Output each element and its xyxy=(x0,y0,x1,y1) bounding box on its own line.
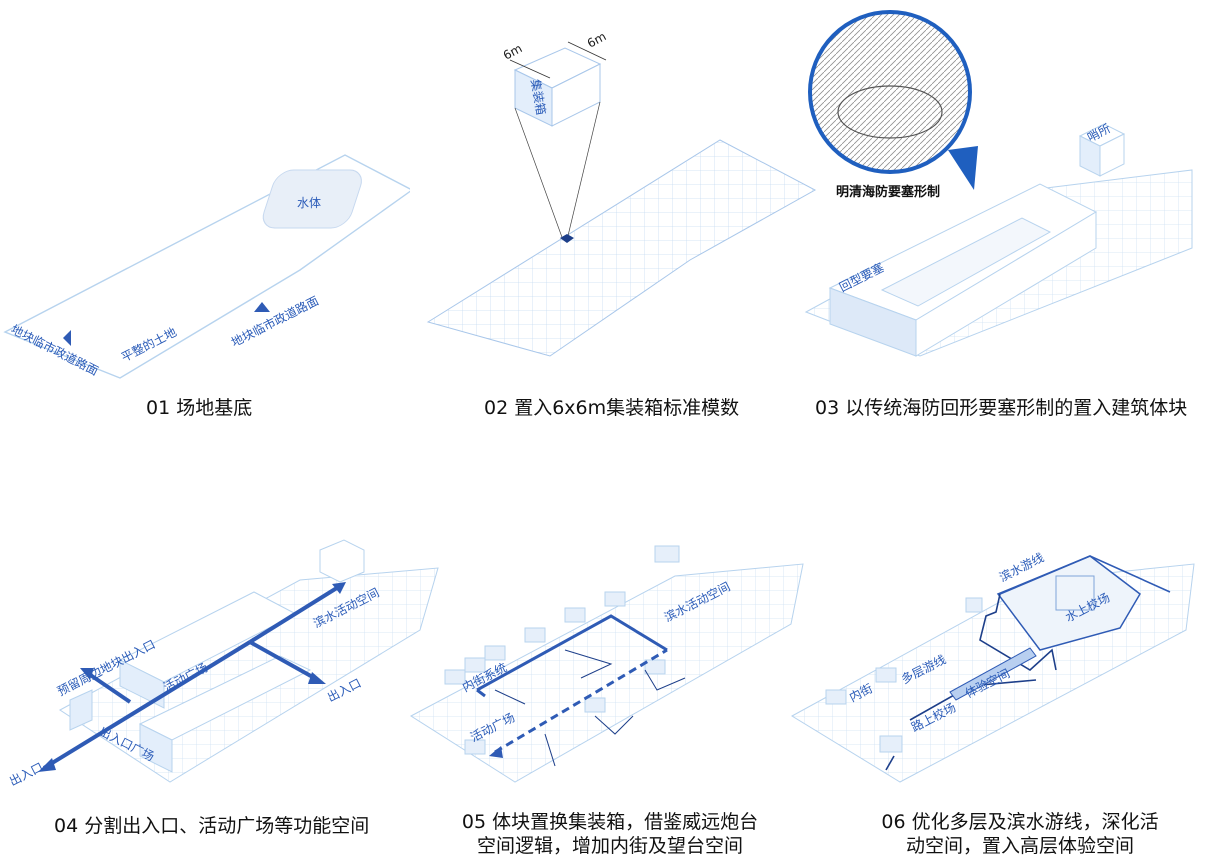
road-arrow-a xyxy=(63,330,71,346)
container-clusters xyxy=(444,545,680,755)
container-clusters xyxy=(825,597,983,753)
site-base-diagram: 水体 平整的土地 地块临市政道路面 地块临市政道路面 xyxy=(3,154,410,379)
water-route-line xyxy=(999,555,1171,595)
inset-pointer xyxy=(948,146,978,190)
panel-06: 滨水游线 水上校场 多层游线 内街 路上校场 体验空间 xyxy=(790,520,1206,800)
block-b-front xyxy=(139,723,173,773)
multilevel-route-diagram: 滨水游线 水上校场 多层游线 内街 路上校场 体验空间 xyxy=(791,550,1195,783)
view-lines xyxy=(494,649,686,767)
lookout-block xyxy=(319,539,365,583)
caption-05-line2: 空间逻辑，增加内街及望台空间 xyxy=(476,835,743,857)
dim-line-b xyxy=(567,41,607,61)
panel-02: 集装箱 6m 6m xyxy=(420,30,820,380)
fortress-court xyxy=(880,217,1052,307)
container-label: 集装箱 xyxy=(528,78,549,116)
water-label: 水体 xyxy=(297,196,321,210)
exit-left-label: 出入口 xyxy=(7,760,45,789)
panel-03: 明清海防要塞形制 哨所 回型要塞 xyxy=(800,0,1206,380)
panel-01: 水体 平整的土地 地块临市政道路面 地块临市政道路面 xyxy=(0,120,410,390)
caption-02: 02 置入6x6m集装箱标准模数 xyxy=(484,397,740,419)
arrow-head-exit-left xyxy=(38,758,56,772)
projection-line-right xyxy=(566,101,601,241)
container-module-diagram: 集装箱 6m 6m xyxy=(426,30,817,357)
caption-01: 01 场地基底 xyxy=(146,397,253,419)
high-rise-block xyxy=(1055,575,1095,611)
function-zoning-diagram: 预留周边地块出入口 滨水活动空间 活动广场 出入口 出入口 出入口广场 xyxy=(7,539,439,789)
arrow-head-waterfront xyxy=(332,582,346,594)
caption-06: 06 优化多层及滨水游线，深化活 动空间，置入高层体验空间 xyxy=(840,810,1200,858)
block-a-front xyxy=(119,659,165,709)
caption-06-line1: 06 优化多层及滨水游线，深化活 xyxy=(881,811,1159,833)
dim-label-a: 6m xyxy=(501,41,525,62)
grid-slab xyxy=(410,563,804,783)
panel-04: 预留周边地块出入口 滨水活动空间 活动广场 出入口 出入口 出入口广场 xyxy=(0,520,440,800)
road-arrow-b xyxy=(254,302,270,312)
water-body xyxy=(262,169,362,229)
projection-line-left xyxy=(514,107,564,241)
inset-caption: 明清海防要塞形制 xyxy=(836,184,940,200)
dim-label-b: 6m xyxy=(585,30,609,51)
plaza-arrow-head xyxy=(489,746,503,758)
container-replacement-diagram: 滨水活动空间 内街系统 活动广场 xyxy=(410,545,804,783)
module-cell xyxy=(560,234,574,243)
side-block xyxy=(69,689,93,731)
fortress-block-diagram: 明清海防要塞形制 哨所 回型要塞 xyxy=(804,10,1193,357)
plaza-axis xyxy=(494,648,668,754)
fortress-inset xyxy=(808,10,972,174)
caption-03: 03 以传统海防回形要塞形制的置入建筑体块 xyxy=(815,397,1188,419)
panel-05: 滨水活动空间 内街系统 活动广场 xyxy=(405,520,815,800)
arrow-head-exit-right xyxy=(308,672,326,684)
fortress-right xyxy=(915,211,1097,357)
caption-04: 04 分割出入口、活动广场等功能空间 xyxy=(54,815,370,837)
dim-line-a xyxy=(509,59,551,79)
grid-slab xyxy=(426,139,817,357)
caption-05: 05 体块置换集装箱，借鉴威远炮台 空间逻辑，增加内街及望台空间 xyxy=(440,810,780,858)
caption-06-line2: 动空间，置入高层体验空间 xyxy=(905,835,1134,857)
circulation-arrows xyxy=(42,584,342,770)
arrow-head-reserved xyxy=(80,668,94,680)
lookout-right xyxy=(1099,133,1125,177)
caption-05-line1: 05 体块置换集装箱，借鉴威远炮台 xyxy=(461,811,759,833)
fortress-inset-ring xyxy=(837,85,943,139)
experience-strip xyxy=(949,647,1037,701)
inner-street-loop xyxy=(476,614,668,698)
